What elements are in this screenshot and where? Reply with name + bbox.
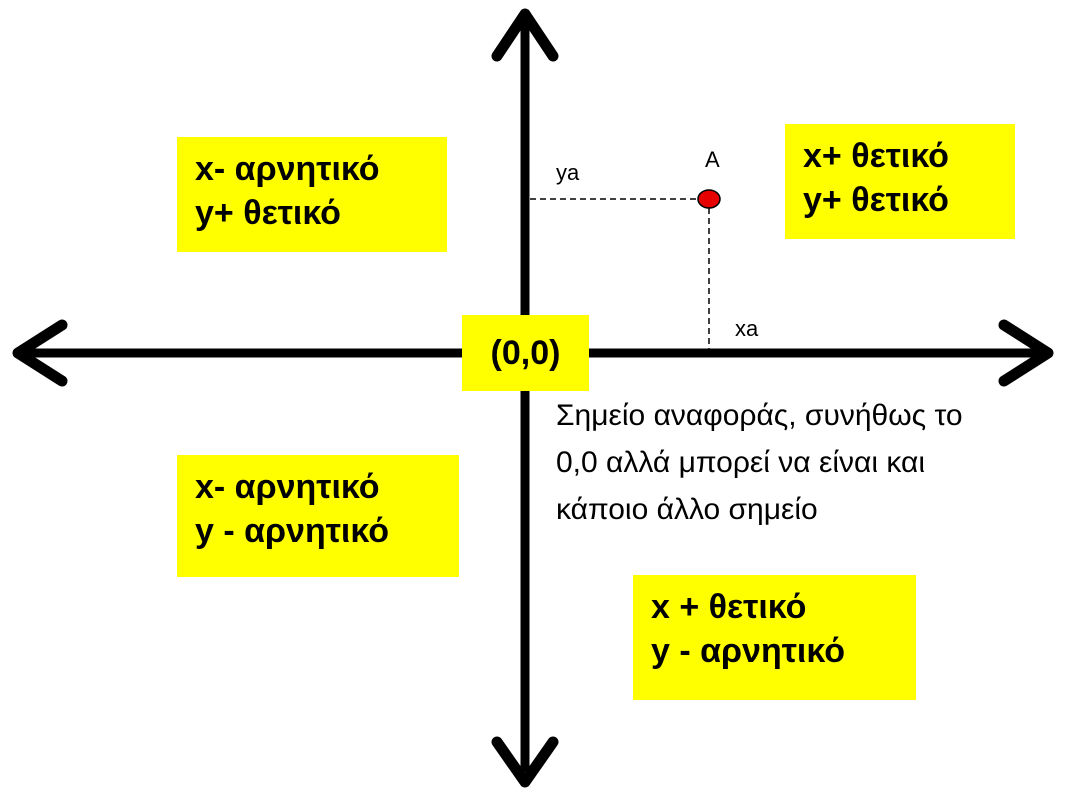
ya-label: ya [556, 160, 580, 185]
origin-label: (0,0) [490, 334, 561, 372]
quadrant-bottom-left-y: y - αρνητικό [195, 512, 389, 550]
reference-note-line-1: Σημείο αναφοράς, συνήθως το [556, 399, 963, 432]
quadrant-top-right: x+ θετικό y+ θετικό [785, 124, 1015, 239]
quadrant-top-left-x: x- αρνητικό [195, 150, 380, 188]
quadrant-bottom-left-x: x- αρνητικό [195, 468, 380, 506]
y-axis-top-arrowhead [491, 8, 559, 62]
point-a-marker [697, 189, 721, 209]
reference-note-line-2: 0,0 αλλά μπορεί να είναι και [556, 446, 925, 479]
quadrant-top-right-y: y+ θετικό [803, 181, 949, 219]
xa-label: xa [735, 316, 759, 341]
quadrant-bottom-right-x: x + θετικό [651, 588, 807, 626]
y-axis-bottom-arrowhead [491, 736, 559, 788]
quadrant-bottom-left: x- αρνητικό y - αρνητικό [177, 455, 459, 577]
x-axis-right-arrowhead [998, 319, 1054, 387]
x-axis-left-arrowhead [12, 319, 68, 387]
quadrant-top-left: x- αρνητικό y+ θετικό [177, 137, 447, 252]
quadrant-top-right-x: x+ θετικό [803, 137, 949, 175]
reference-note: Σημείο αναφοράς, συνήθως το 0,0 αλλά μπο… [556, 392, 1056, 533]
point-a-label: A [705, 147, 720, 172]
reference-note-line-3: κάποιο άλλο σημείο [556, 493, 818, 526]
origin-box: (0,0) [462, 315, 589, 391]
quadrant-bottom-right: x + θετικό y - αρνητικό [633, 575, 916, 700]
quadrant-top-left-y: y+ θετικό [195, 194, 341, 232]
quadrant-bottom-right-y: y - αρνητικό [651, 632, 845, 670]
